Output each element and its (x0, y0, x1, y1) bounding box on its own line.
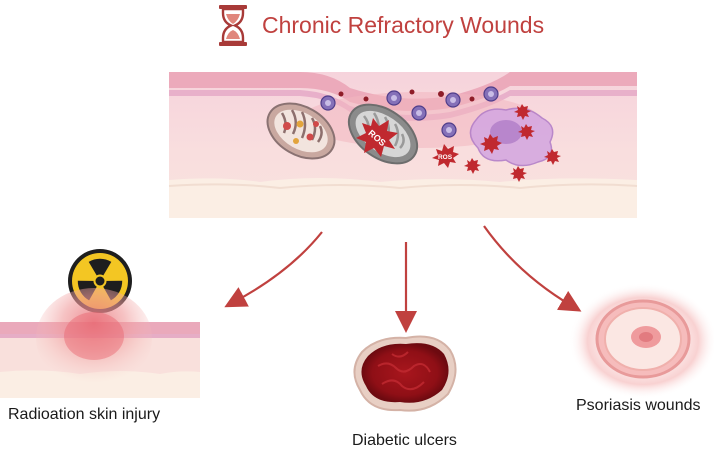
label-psoriasis-wounds: Psoriasis wounds (576, 397, 701, 414)
macrophage-cell (464, 104, 561, 182)
ros-burst-large (356, 118, 398, 157)
pathogen (445, 92, 461, 108)
pathogen (386, 90, 402, 106)
pathogen-cells (320, 86, 499, 138)
blood-dots (338, 89, 475, 102)
radiation-skin-illustration (0, 288, 200, 398)
mitochondrion-damaged (266, 102, 336, 160)
arrow-to-psoriasis (483, 225, 582, 312)
pathogen (483, 86, 499, 102)
label-radiation-skin-injury: Radioation skin injury (8, 406, 161, 423)
ros-mini-bursts (464, 104, 561, 182)
diabetic-ulcer-illustration (353, 335, 457, 412)
hourglass-icon (219, 5, 247, 46)
title-bar: Chronic Refractory Wounds (218, 4, 544, 46)
arrow-to-radiation (224, 231, 323, 308)
pathogen (441, 122, 457, 138)
pathogen (411, 105, 427, 121)
diagram-title: Chronic Refractory Wounds (262, 11, 545, 38)
ros-label-small: ROS (438, 154, 453, 161)
psoriasis-wound-illustration (569, 283, 714, 399)
pathogen (320, 95, 336, 111)
label-diabetic-ulcers: Diabetic ulcers (352, 432, 457, 449)
ros-burst-small (432, 144, 459, 168)
